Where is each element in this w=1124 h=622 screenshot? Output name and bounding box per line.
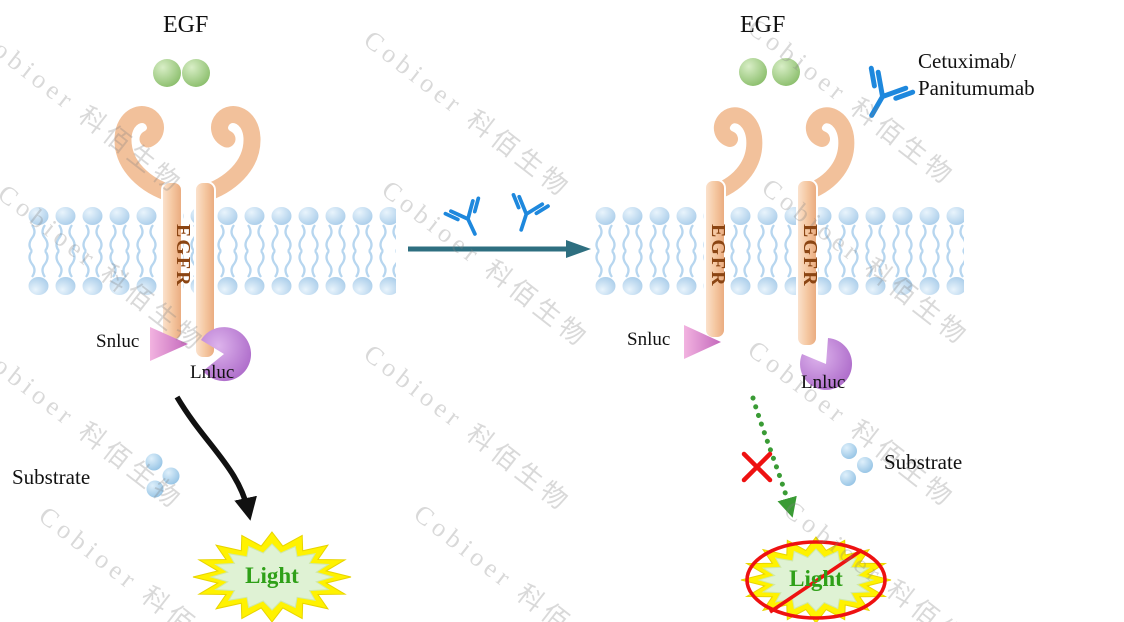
egfr-stem	[796, 179, 818, 347]
egfr-arm	[708, 107, 763, 200]
substrate-label-right: Substrate	[884, 450, 963, 474]
egfr-stem-right	[194, 181, 216, 359]
substrate-ball	[146, 480, 164, 498]
egf-ball	[182, 59, 210, 87]
lnluc-label-right: Lnluc	[801, 372, 846, 393]
egfr-label-monomer-right: EGFR	[799, 224, 821, 288]
egfr-arm-left	[114, 106, 181, 203]
light-burst-left	[192, 531, 352, 622]
egf-ball	[772, 58, 800, 86]
egfr-stem	[704, 179, 726, 339]
egfr-label-monomer-left: EGFR	[707, 224, 729, 288]
membrane-right	[592, 205, 964, 297]
lnluc-label-left: Lnluc	[190, 362, 235, 383]
egfr-arm-right	[194, 106, 261, 203]
substrate-right	[840, 443, 873, 486]
egf-ball	[153, 59, 181, 87]
x-stroke	[741, 451, 773, 483]
substrate-ball	[841, 443, 857, 459]
snluc-label-left: Snluc	[96, 331, 140, 352]
antibody-icon	[443, 196, 494, 244]
egfr-arm	[800, 107, 855, 200]
treatment-arrow-head	[566, 240, 591, 258]
light-label-right: Light	[789, 566, 843, 591]
egfr-monomer-right	[796, 107, 855, 347]
substrate-ball	[145, 453, 163, 471]
antibody-label-line1: Cetuximab/	[918, 49, 1016, 73]
egf-ball	[739, 58, 767, 86]
prohibition-circle	[745, 540, 887, 620]
egf-label-right: EGF	[740, 12, 786, 38]
prohibition-slash	[768, 548, 864, 614]
antibody-label-line2: Panitumumab	[918, 76, 1035, 100]
egf-label-left: EGF	[163, 12, 209, 38]
treatment-arrow	[408, 240, 591, 258]
antibody-icon	[851, 68, 913, 127]
antibody-icons-middle	[443, 193, 550, 244]
egfr-label-dimer: EGFR	[172, 224, 194, 288]
substrate-ball	[840, 470, 856, 486]
substrate-ball	[857, 457, 873, 473]
lnluc-pacman-right	[800, 338, 853, 390]
light-label-left: Light	[245, 563, 299, 588]
antibody-icon	[502, 193, 550, 238]
egf-ligand-right	[739, 58, 800, 86]
substrate-ball	[162, 467, 180, 485]
snluc-triangle-left	[150, 327, 188, 361]
blocked-x-mark	[741, 451, 773, 483]
no-light-sign	[745, 540, 887, 620]
egf-ligand-left	[153, 59, 210, 87]
antibody-label: Cetuximab/ Panitumumab	[918, 48, 1035, 102]
substrate-label-left: Substrate	[12, 465, 91, 489]
signal-arrow	[174, 395, 257, 521]
lnluc-pacman-left	[201, 327, 252, 382]
snluc-label-right: Snluc	[627, 329, 671, 350]
substrate-left	[145, 453, 180, 498]
burst-inner	[209, 543, 335, 611]
snluc-triangle-right	[684, 325, 721, 359]
egfr-monomer-left	[704, 107, 763, 339]
antibody-icon-right	[851, 68, 913, 127]
egfr-dimer	[114, 106, 261, 359]
